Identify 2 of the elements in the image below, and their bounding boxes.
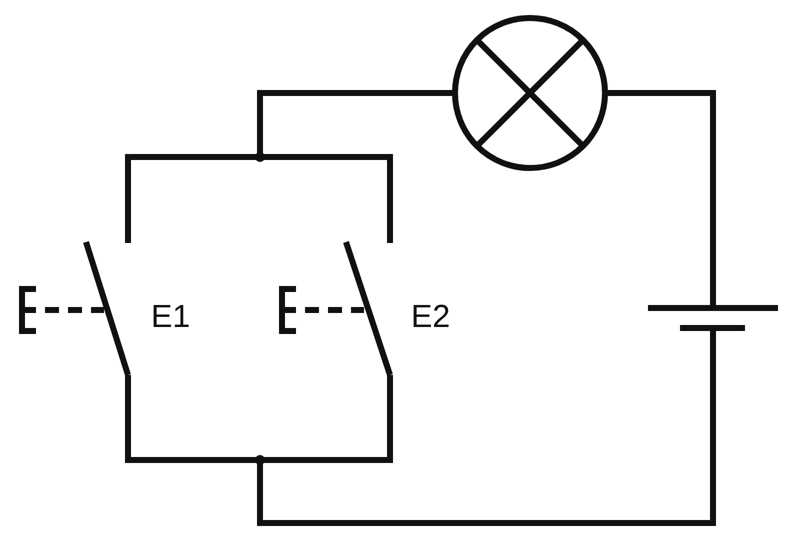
component-label: E2	[411, 300, 450, 332]
component-label: E1	[151, 300, 190, 332]
